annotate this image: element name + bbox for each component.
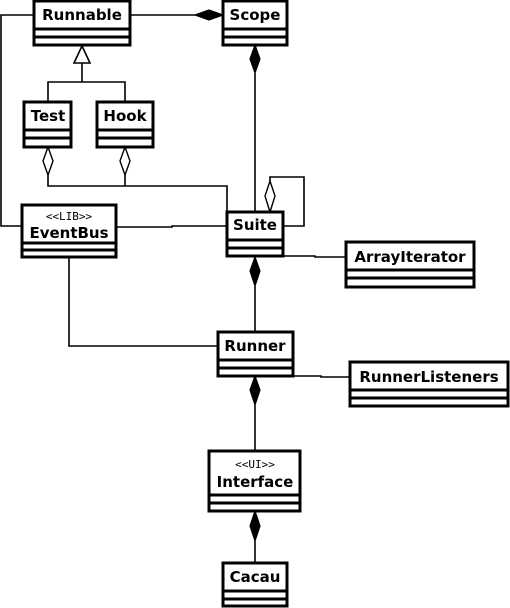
class-test[interactable]: Test [22,100,73,149]
edge-eventbus-runner [68,257,218,347]
edges [0,9,350,563]
class-name: Runner [224,337,286,355]
class-interface[interactable]: <<UI>> Interface [207,449,302,513]
composition-diamond-suite [249,255,261,288]
class-name: Test [31,107,66,125]
edge-interface-cacau [249,509,261,563]
edge-suite-runner [249,255,261,332]
edge-eventbus-suite [116,225,227,228]
class-name: Cacau [230,568,281,586]
class-name: RunnerListeners [359,368,498,386]
edge-runnable-scope [130,9,225,21]
composition-diamond-runner [249,374,261,407]
class-name: ArrayIterator [354,248,466,266]
class-runner[interactable]: Runner [216,330,295,378]
class-name: Suite [233,216,277,234]
class-scope[interactable]: Scope [221,0,289,47]
inheritance-triangle [72,44,92,64]
aggregation-diamond-suite-self [264,178,276,215]
edge-hook-suite [119,144,131,186]
edge-scope-suite [249,43,261,212]
edge-suite-arrayiterator [283,255,346,258]
aggregation-diamond-hook [119,144,131,178]
composition-diamond-scope [193,9,225,21]
class-arrayiterator[interactable]: ArrayIterator [344,240,476,289]
class-name: EventBus [29,224,108,242]
edge-runner-runnerlisteners [293,375,350,378]
composition-diamond-scope-suite [249,43,261,75]
class-name: Runnable [42,6,122,24]
edge-runner-interface [249,374,261,451]
class-eventbus[interactable]: <<LIB>> EventBus [20,203,118,259]
class-suite[interactable]: Suite [225,210,285,258]
edge-runnable-eventbus [0,14,34,227]
composition-diamond-interface [249,509,261,543]
aggregation-diamond-test [42,144,54,178]
class-name: Interface [217,473,294,491]
class-runnable[interactable]: Runnable [32,0,132,47]
class-name: Scope [230,6,281,24]
class-stereotype: <<UI>> [235,458,275,471]
class-stereotype: <<LIB>> [46,210,93,223]
class-name: Hook [103,107,147,125]
class-runnerlisteners[interactable]: RunnerListeners [348,360,510,408]
class-hook[interactable]: Hook [95,100,155,149]
edge-test-suite [42,144,228,212]
class-cacau[interactable]: Cacau [221,561,289,608]
edge-inheritance-runnable [47,44,126,102]
